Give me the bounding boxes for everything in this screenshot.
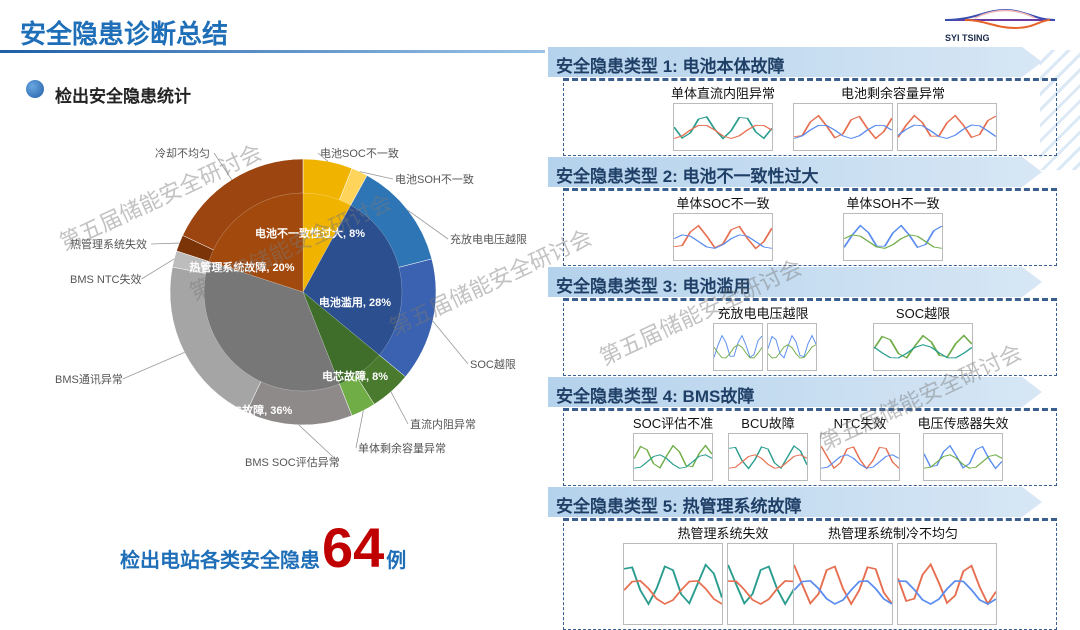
inner-slice (302, 204, 403, 356)
section-header-3: 安全隐患类型 3: 电池滥用 (548, 267, 1042, 297)
figure-title: BCU故障 (741, 416, 795, 431)
inner-slice-label: BMS故障, 36% (218, 403, 293, 417)
section-header-2: 安全隐患类型 2: 电池不一致性过大 (548, 157, 1042, 187)
logo-waves-icon (945, 8, 1055, 30)
leader-line (150, 242, 180, 245)
inner-slice (302, 291, 380, 385)
summary-prefix: 检出电站各类安全隐患 (120, 550, 320, 572)
leader-line (355, 410, 364, 449)
figure-title: 热管理系统失效 (677, 526, 769, 541)
inner-slice (302, 192, 352, 293)
outer-slice-label: 电池SOH不一致 (395, 172, 474, 186)
outer-slice-label: 电池SOC不一致 (320, 146, 399, 160)
leader-line (359, 171, 394, 180)
outer-slice-label: 充放电电压越限 (450, 232, 527, 246)
chart-thumbnail (873, 323, 973, 371)
page-title: 安全隐患诊断总结 (20, 19, 229, 49)
outer-slice-label: SOC越限 (470, 357, 516, 371)
figure-title: 单体SOC不一致 (676, 196, 770, 211)
section-content-4 (563, 408, 1057, 486)
section-header-4: 安全隐患类型 4: BMS故障 (548, 377, 1042, 407)
leader-line (213, 152, 233, 180)
chart-thumbnail (713, 323, 763, 371)
bullet-icon (26, 80, 44, 98)
chart-thumbnail (897, 543, 997, 625)
chart-thumbnail (673, 213, 773, 261)
summary-suffix: 例 (386, 550, 407, 572)
figure-title: 电池剩余容量异常 (840, 86, 946, 101)
figure-title: SOC越限 (895, 306, 951, 321)
section-header-5: 安全隐患类型 5: 热管理系统故障 (548, 487, 1042, 517)
figure-title: SOC评估不准 (632, 416, 714, 431)
chart-thumbnail (673, 103, 773, 151)
section-content-1 (563, 78, 1057, 156)
decorative-stripes (1040, 50, 1080, 170)
chart-thumbnail (728, 433, 808, 481)
summary-text: 检出电站各类安全隐患 64 例 (120, 520, 406, 576)
chart-thumbnail (897, 103, 997, 151)
section-content-2 (563, 188, 1057, 266)
figure-title: 单体SOH不一致 (846, 196, 940, 211)
outer-slice-label: 冷却不均匀 (155, 147, 210, 160)
outer-slice-label: 单体剩余容量异常 (358, 441, 446, 455)
outer-slice-label: BMS通讯异常 (55, 373, 123, 386)
figure-title: 电压传感器失效 (917, 416, 1009, 431)
chart-thumbnail (793, 543, 893, 625)
figure-title: 单体直流内阻异常 (670, 86, 776, 101)
leader-line (432, 320, 469, 365)
leader-line (141, 258, 175, 280)
leader-line (407, 210, 449, 240)
logo: SYI TSING (945, 8, 1065, 44)
inner-slice-label: 热管理系统故障, 20% (189, 260, 294, 274)
outer-slice-label: 热管理系统失效 (70, 237, 147, 251)
inner-slice (208, 192, 304, 293)
chart-thumbnail (633, 433, 713, 481)
chart-thumbnail (820, 433, 900, 481)
figure-title: 热管理系统制冷不均匀 (827, 526, 959, 541)
chart-thumbnail (843, 213, 943, 261)
logo-text: SYI TSING (945, 33, 990, 43)
inner-slice (203, 261, 340, 392)
section-header-1: 安全隐患类型 1: 电池本体故障 (548, 47, 1042, 77)
leader-line (298, 424, 339, 463)
outer-slice-label: 直流内阻异常 (410, 417, 476, 431)
section-subtitle: 检出安全隐患统计 (55, 87, 191, 106)
outer-slice-label: BMS NTC失效 (70, 272, 142, 286)
title-underline (0, 50, 545, 53)
leader-line (122, 352, 185, 380)
outer-slice-label: BMS SOC评估异常 (245, 456, 340, 469)
figure-title: 充放电电压越限 (717, 306, 809, 321)
summary-count: 64 (322, 516, 385, 579)
section-content-3 (563, 298, 1057, 376)
chart-thumbnail (767, 323, 817, 371)
chart-thumbnail (923, 433, 1003, 481)
chart-thumbnail (623, 543, 723, 625)
inner-slice-label: 电池滥用, 28% (319, 295, 391, 309)
inner-slice-label: 电芯故障, 8% (322, 369, 388, 383)
leader-line (317, 152, 329, 162)
inner-slice-label: 电池不一致性过大, 8% (255, 226, 365, 240)
leader-line (390, 391, 409, 425)
figure-title: NTC失效 (833, 416, 887, 431)
chart-thumbnail (793, 103, 893, 151)
